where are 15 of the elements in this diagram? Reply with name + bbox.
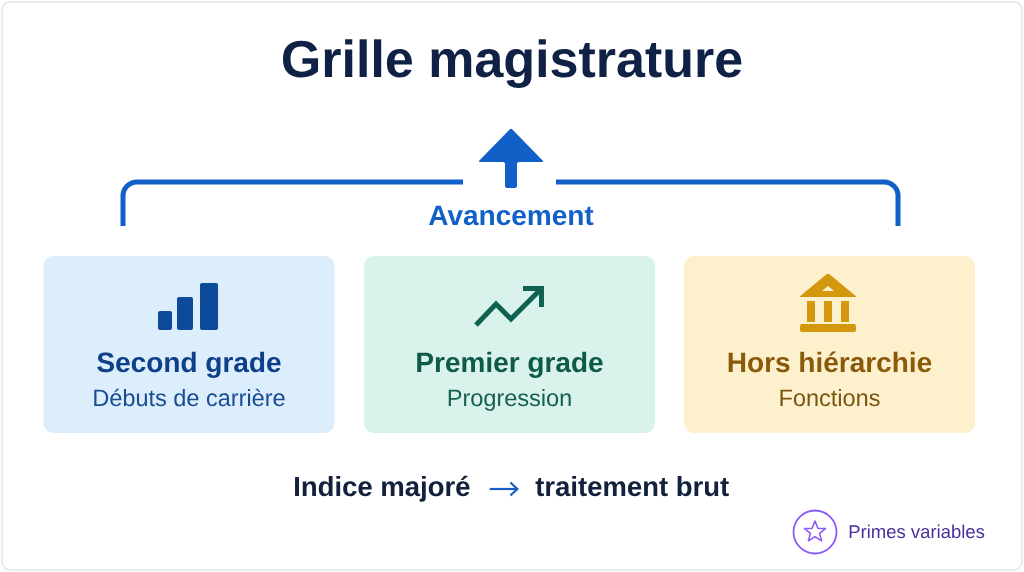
bracket-label: Avancement <box>428 205 594 226</box>
card-heading: Second grade <box>97 351 281 378</box>
term-text: Indice majoré <box>295 475 470 502</box>
arrow <box>489 481 519 497</box>
card-subtitle: Fonctions <box>780 389 880 407</box>
term-text: traitement brut <box>535 476 729 497</box>
grade-card <box>364 256 655 433</box>
card-subtitle: Débuts de carrière <box>94 388 285 407</box>
card-subtitle: Progression <box>448 389 571 411</box>
title: Grille magistrature <box>282 39 742 88</box>
card-heading: Premier grade <box>417 351 603 378</box>
grade-card <box>43 256 335 433</box>
card-heading: Hors hiérarchie <box>728 351 932 373</box>
grade-card <box>684 256 975 433</box>
note-text: Primes variables <box>849 524 985 539</box>
